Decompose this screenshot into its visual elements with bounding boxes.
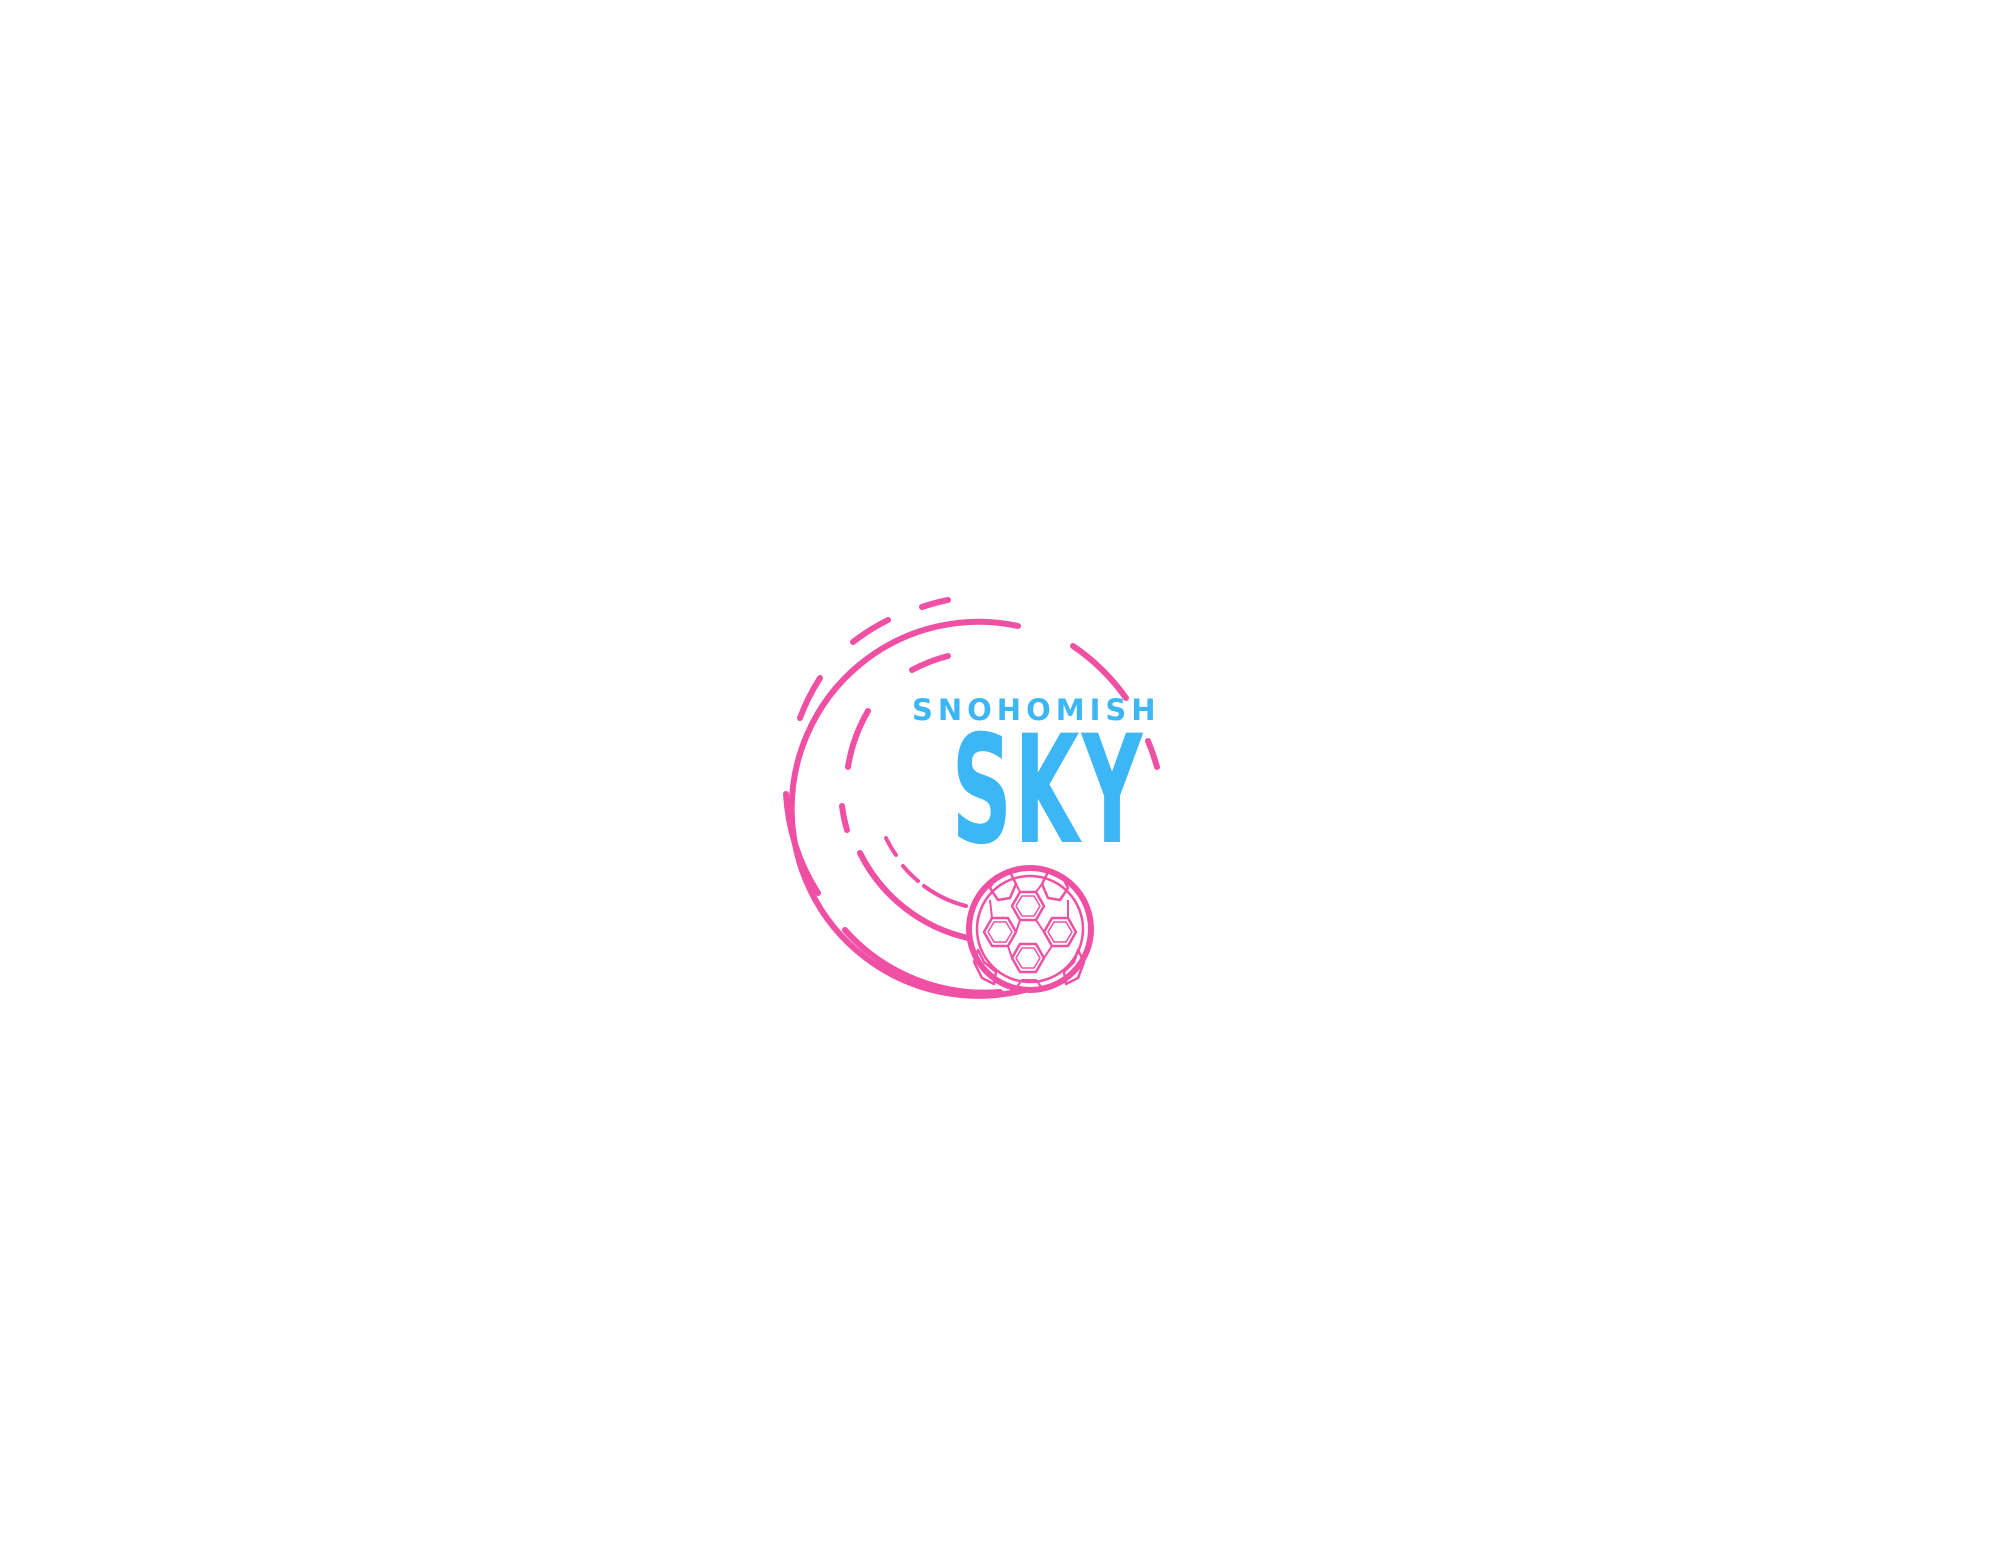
inner-ring-dash (839, 803, 850, 833)
logo-wordmark-sky: SKY (951, 704, 1145, 878)
outer-ring-dash (1145, 738, 1160, 770)
outer-ring-dash (850, 617, 891, 645)
outer-ring-dash (1070, 643, 1129, 701)
soccer-ball-icon (966, 865, 1094, 993)
inner-ring-dash (909, 653, 951, 673)
innermost-ring-dash (901, 864, 920, 883)
outer-ring-dash (797, 675, 823, 721)
inner-swoosh-arc (857, 850, 971, 941)
inner-ring-dash (845, 708, 871, 770)
innermost-ring-dash (884, 836, 898, 857)
main-swoosh-arc (788, 618, 1028, 999)
outer-ring-dash (919, 597, 951, 610)
main-swoosh-tail (842, 927, 1003, 996)
innermost-ring-dash (922, 884, 968, 908)
